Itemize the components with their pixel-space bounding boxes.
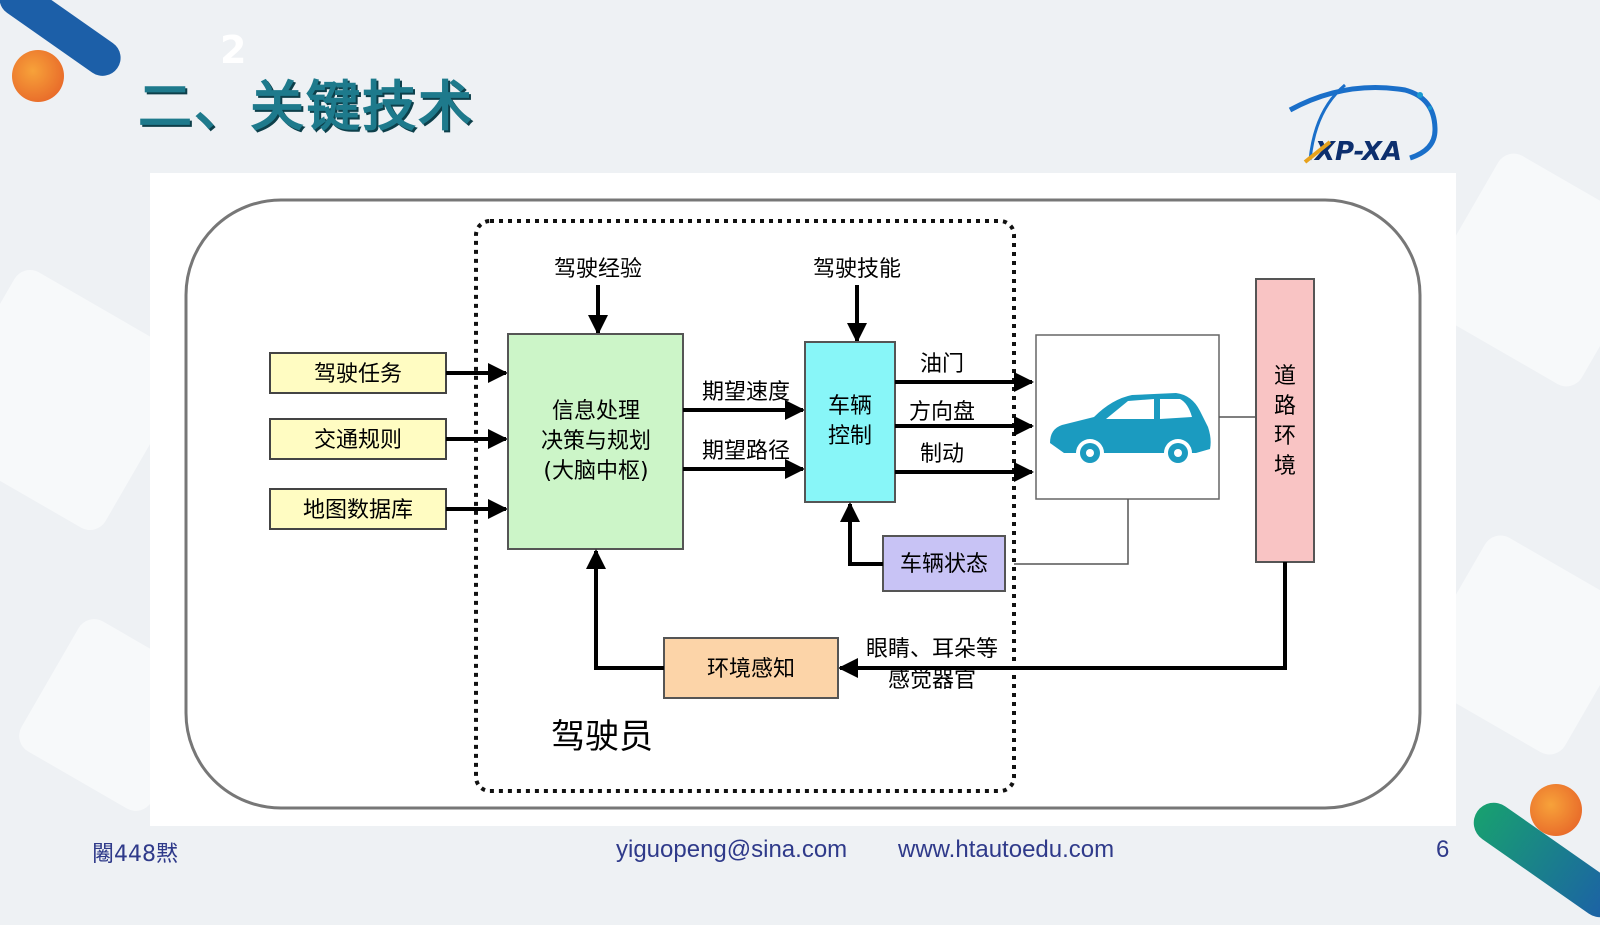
- svg-text:交通规则: 交通规则: [314, 428, 402, 453]
- svg-text:信息处理: 信息处理: [552, 399, 640, 424]
- svg-text:路: 路: [1274, 394, 1296, 419]
- vehicle-control-box: 车辆 控制: [804, 341, 896, 503]
- brain-decision-box: 信息处理 决策与规划 (大脑中枢): [507, 333, 684, 550]
- svg-text:车辆: 车辆: [828, 394, 872, 419]
- input-driving-task: 驾驶任务: [269, 352, 447, 394]
- sparkle-icon: [1428, 106, 1432, 110]
- footer-website: www.htautoedu.com: [898, 836, 1115, 863]
- label-desired-path: 期望路径: [702, 439, 790, 464]
- input-traffic-rules: 交通规则: [269, 418, 447, 460]
- svg-text:道: 道: [1274, 364, 1296, 389]
- sparkle-icon: [1417, 92, 1423, 98]
- svg-text:(大脑中枢): (大脑中枢): [543, 459, 648, 484]
- slide-section-number: 2: [220, 28, 247, 72]
- label-desired-speed: 期望速度: [702, 380, 790, 405]
- svg-text:决策与规划: 决策与规划: [541, 429, 651, 454]
- footer-date: 闂448黙: [92, 842, 178, 867]
- diagram-panel: 驾驶任务 交通规则 地图数据库 驾驶经验 驾驶技能 信息处理 决策与规划 (大脑…: [150, 173, 1456, 826]
- arrow-road-to-perception: [838, 562, 1287, 678]
- svg-text:车辆状态: 车辆状态: [900, 552, 988, 577]
- road-environment-box: 道 路 环 境: [1255, 278, 1315, 563]
- decorative-dot-top: [12, 50, 64, 102]
- svg-text:环: 环: [1274, 424, 1296, 449]
- label-driving-skill: 驾驶技能: [813, 257, 901, 282]
- arrow-state-to-control: [840, 502, 883, 566]
- vehicle-state-box: 车辆状态: [882, 535, 1006, 592]
- svg-text:驾驶任务: 驾驶任务: [314, 362, 402, 387]
- input-map-database: 地图数据库: [269, 488, 447, 530]
- svg-text:控制: 控制: [828, 424, 872, 449]
- connector-car-state: [1014, 499, 1129, 565]
- label-brake: 制动: [920, 442, 964, 467]
- xp-xa-logo: XP-XA: [1288, 83, 1438, 167]
- footer-email: yiguopeng@sina.com: [616, 836, 848, 863]
- svg-text:境: 境: [1274, 454, 1296, 479]
- driver-boundary: [474, 219, 1016, 793]
- label-driver: 驾驶员: [551, 717, 653, 757]
- label-senses-line2: 感觉器官: [888, 668, 976, 693]
- decorative-dot-bottom: [1530, 784, 1582, 836]
- svg-text:地图数据库: 地图数据库: [303, 498, 413, 523]
- label-throttle: 油门: [920, 352, 964, 377]
- environment-perception-box: 环境感知: [663, 637, 839, 699]
- arrow-perception-to-brain: [586, 549, 664, 670]
- logo-text: XP-XA: [1313, 137, 1402, 167]
- svg-text:环境感知: 环境感知: [707, 657, 795, 682]
- label-steering-wheel: 方向盘: [909, 400, 975, 425]
- label-senses-line1: 眼睛、耳朵等: [866, 637, 998, 662]
- label-driving-experience: 驾驶经验: [554, 257, 642, 282]
- car-icon: [1050, 393, 1211, 467]
- footer-page-number: 6: [1436, 836, 1450, 863]
- slide-title: 二、关键技术: [138, 75, 474, 138]
- driver-model-diagram: 驾驶任务 交通规则 地图数据库 驾驶经验 驾驶技能 信息处理 决策与规划 (大脑…: [184, 198, 1422, 810]
